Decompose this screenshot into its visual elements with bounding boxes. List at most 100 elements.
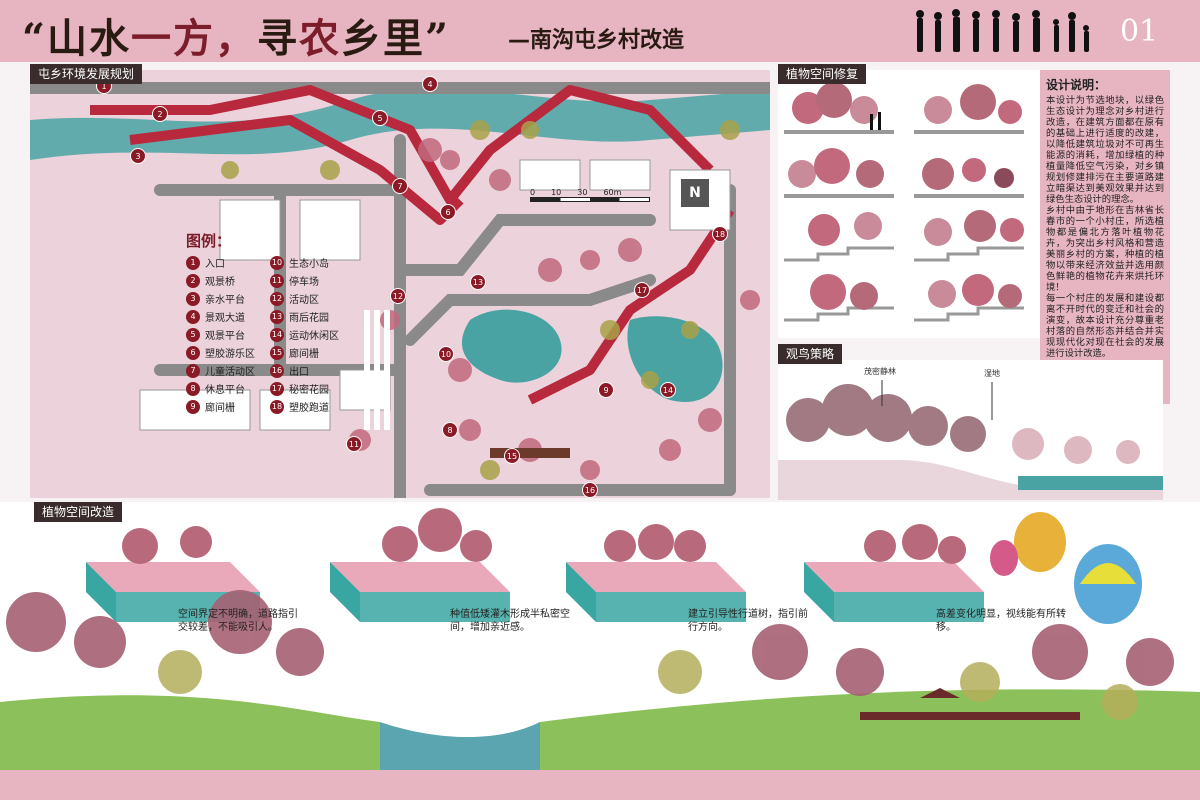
plant-repair-illustration	[784, 82, 1024, 322]
map-marker-16: 16	[582, 482, 598, 498]
legend-item: 11 停车场	[270, 273, 380, 288]
legend-item: 7 儿童活动区	[186, 363, 264, 378]
design-note-paragraph-1: 本设计为节选地块，以绿色生态设计为理念对乡村进行改造，在建筑方面都在原有的基础上…	[1046, 95, 1164, 205]
legend-label: 休息平台	[205, 385, 245, 396]
legend-label: 儿童活动区	[205, 367, 255, 378]
legend-label: 入口	[205, 259, 225, 270]
scale-tick: 0	[530, 188, 536, 197]
site-plan-drawing	[30, 82, 770, 498]
legend-label: 景观大道	[205, 313, 245, 324]
map-marker-15: 15	[504, 448, 520, 464]
page-number: 01	[1120, 14, 1159, 49]
birdwatch-section-drawing	[778, 380, 1163, 500]
legend-number-badge: 5	[186, 327, 200, 342]
footer-strip	[0, 770, 1200, 800]
section-label-plant-repair: 植物空间修复	[778, 64, 867, 84]
legend-item: 16 出口	[270, 363, 380, 378]
legend-item: 1 入口	[186, 255, 264, 270]
legend-item: 6 塑胶游乐区	[186, 345, 264, 360]
legend-item: 13 雨后花园	[270, 309, 380, 324]
legend-number-badge: 14	[270, 327, 284, 342]
legend-number-badge: 17	[270, 381, 284, 396]
birdwatch-panel: 茂密静林 湿地	[778, 360, 1163, 500]
map-marker-12: 12	[390, 288, 406, 304]
legend-label: 活动区	[289, 295, 319, 306]
title-part-2: 一方，	[131, 15, 258, 62]
map-marker-13: 13	[470, 274, 486, 290]
caption-2: 种值低矮灌木形成半私密空 间，增加亲近感。	[450, 609, 570, 633]
legend-number-badge: 2	[186, 273, 200, 288]
map-marker-2: 2	[152, 106, 168, 122]
legend-item: 18 塑胶跑道	[270, 399, 380, 414]
legend-number-badge: 4	[186, 309, 200, 324]
legend-label: 运动休闲区	[289, 331, 339, 342]
map-marker-8: 8	[442, 422, 458, 438]
legend-label: 秘密花园	[289, 385, 329, 396]
legend-label: 观景平台	[205, 331, 245, 342]
map-marker-14: 14	[660, 382, 676, 398]
caption-4: 高差变化明显，视线能有所转 移。	[936, 609, 1066, 633]
people-silhouette-icon	[916, 9, 1089, 52]
map-marker-6: 6	[440, 204, 456, 220]
design-note-paragraph-3: 每一个村庄的发展和建设都离不开时代的变迁和社会的演变，故本设计充分尊重老村落的自…	[1046, 293, 1164, 359]
legend-item: 14 运动休闲区	[270, 327, 380, 342]
birdwatch-label-forest: 茂密静林	[864, 367, 896, 376]
legend-number-badge: 11	[270, 273, 284, 288]
legend-number-badge: 13	[270, 309, 284, 324]
north-arrow-icon: N	[680, 178, 710, 208]
legend-item: 17 秘密花园	[270, 381, 380, 396]
birdwatch-label-wetland: 湿地	[984, 369, 1000, 378]
title-part-1: “山水	[22, 15, 132, 62]
scale-tick: 10	[551, 188, 562, 197]
legend-number-badge: 15	[270, 345, 284, 360]
legend-item: 2 观景桥	[186, 273, 264, 288]
legend-label: 生态小岛	[289, 259, 329, 270]
map-marker-3: 3	[130, 148, 146, 164]
header-banner: “山水一方，寻农乡里” —南沟屯乡村改造 01	[0, 0, 1200, 62]
legend-number-badge: 7	[186, 363, 200, 378]
bottom-landscape-panel: 空间界定不明确，道路指引 交较差，不能吸引人。 种值低矮灌木形成半私密空 间，增…	[0, 502, 1200, 770]
legend-title: 图例：	[186, 232, 232, 250]
design-note-panel: 设计说明： 本设计为节选地块，以绿色生态设计为理念对乡村进行改造，在建筑方面都在…	[1040, 70, 1170, 404]
legend-number-badge: 18	[270, 399, 284, 414]
legend-item: 5 观景平台	[186, 327, 264, 342]
design-note-title: 设计说明：	[1046, 78, 1107, 92]
site-plan-map: 1 2 3 4 5 6 7 8 9 10 11 12 13 14 15 16 1…	[30, 70, 770, 498]
caption-1: 空间界定不明确，道路指引 交较差，不能吸引人。	[178, 609, 298, 633]
map-marker-7: 7	[392, 178, 408, 194]
legend-number-badge: 8	[186, 381, 200, 396]
legend-label: 塑胶跑道	[289, 403, 329, 414]
map-marker-4: 4	[422, 76, 438, 92]
title-part-5: 乡里”	[341, 15, 451, 62]
scale-bar: 0 10 30 60m	[530, 188, 650, 202]
legend-number-badge: 10	[270, 255, 284, 270]
scale-tick: 30	[577, 188, 588, 197]
legend-label: 停车场	[289, 277, 319, 288]
legend-number-badge: 1	[186, 255, 200, 270]
section-label-birdwatch: 观鸟策略	[778, 344, 843, 364]
title-part-4: 农	[299, 15, 342, 62]
page-subtitle: —南沟屯乡村改造	[508, 28, 685, 53]
design-note-paragraph-2: 乡村中由于地形在吉林省长春市的一个小村庄，所选植物都是偏北方落叶植物花卉，为突出…	[1046, 205, 1164, 293]
title-part-3: 寻	[257, 15, 300, 62]
legend-label: 观景桥	[205, 277, 235, 288]
map-marker-18: 18	[712, 226, 728, 242]
map-marker-17: 17	[634, 282, 650, 298]
legend-label: 塑胶游乐区	[205, 349, 255, 360]
page-title: “山水一方，寻农乡里”	[22, 6, 450, 64]
map-marker-10: 10	[438, 346, 454, 362]
legend-label: 廊间栅	[289, 349, 319, 360]
legend-number-badge: 6	[186, 345, 200, 360]
legend-item: 15 廊间栅	[270, 345, 380, 360]
legend-number-badge: 9	[186, 399, 200, 414]
map-marker-11: 11	[346, 436, 362, 452]
legend-number-badge: 16	[270, 363, 284, 378]
legend-label: 雨后花园	[289, 313, 329, 324]
legend-label: 廊间栅	[205, 403, 235, 414]
legend-label: 亲水平台	[205, 295, 245, 306]
legend-label: 出口	[289, 367, 309, 378]
